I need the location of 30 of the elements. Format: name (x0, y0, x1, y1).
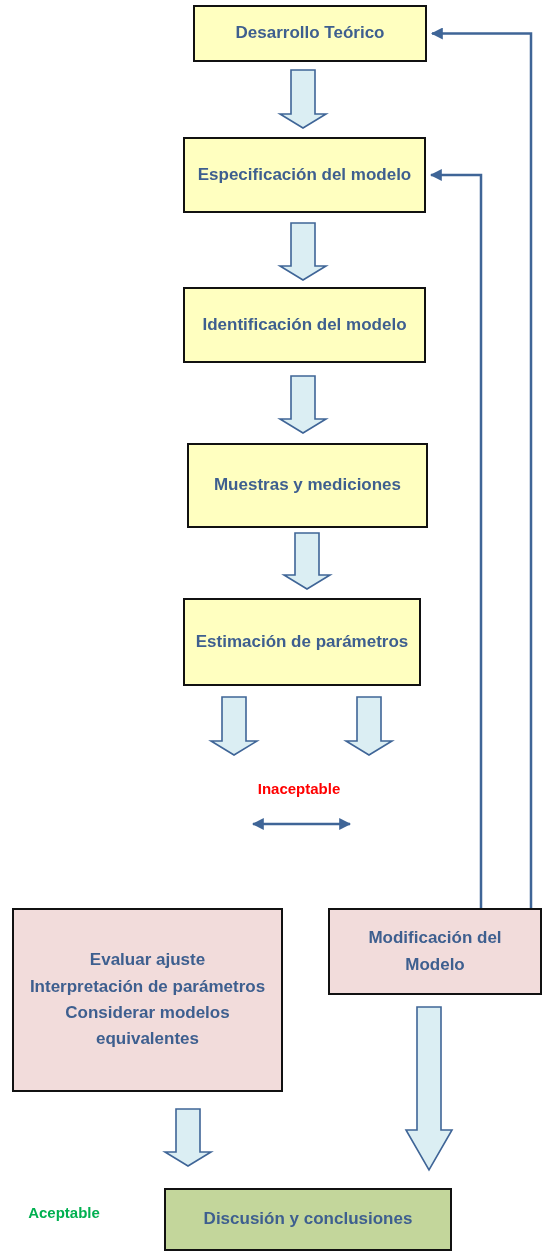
process-box (183, 137, 426, 213)
box-text: Evaluar ajuste (89, 949, 206, 972)
box-text: Modificación del Modelo (367, 927, 503, 976)
process-box (12, 908, 283, 1092)
block-arrow (277, 222, 329, 281)
box-text: Identificación del modelo (202, 313, 407, 336)
box-text: Estimación de parámetros (195, 630, 409, 653)
connector-arrow (429, 169, 483, 908)
process-box (164, 1188, 452, 1251)
process-box (328, 908, 542, 995)
connector-arrow (430, 27, 533, 908)
block-arrow (208, 696, 260, 756)
box-text: Considerar modelos equivalentes (64, 1002, 231, 1051)
block-arrow (277, 69, 329, 129)
box-text: Especificación del modelo (197, 163, 412, 186)
process-box (183, 287, 426, 363)
process-box (183, 598, 421, 686)
block-arrow (404, 1006, 454, 1172)
block-arrow (277, 375, 329, 434)
block-arrow (343, 696, 395, 756)
process-box (187, 443, 428, 528)
process-box (193, 5, 427, 62)
box-text: Interpretación de parámetros (29, 975, 266, 998)
box-text: Discusión y conclusiones (203, 1208, 413, 1231)
block-arrow (281, 532, 333, 590)
outcome-label: Aceptable (28, 1204, 100, 1221)
box-text: Muestras y mediciones (213, 474, 402, 497)
block-arrow (162, 1108, 214, 1167)
outcome-label: Inaceptable (257, 780, 341, 797)
box-text: Desarrollo Teórico (235, 22, 385, 45)
